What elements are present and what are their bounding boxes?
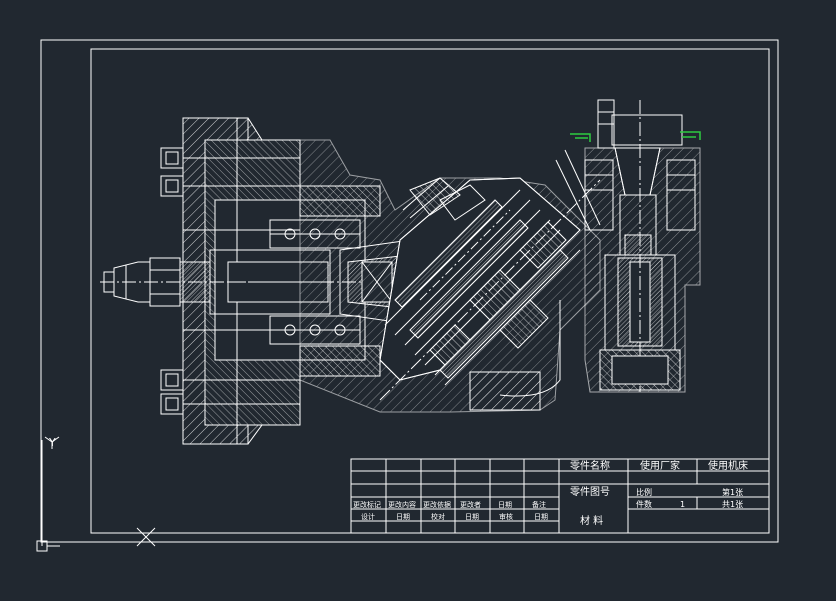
scale-label: 比例: [636, 487, 652, 497]
total-sheets-label: 共1张: [722, 500, 743, 509]
right-housing: [555, 99, 701, 393]
material-label: 材 料: [580, 514, 603, 527]
revision-cell: 备注: [532, 500, 546, 509]
crosshair-cursor-icon: [136, 527, 156, 547]
used-factory-label: 使用厂家: [640, 459, 680, 472]
sign-cell: 日期: [396, 513, 410, 521]
revision-cell: 更改内容: [388, 500, 416, 509]
ucs-y-text: Y: [48, 436, 56, 449]
quantity-value: 1: [680, 500, 685, 509]
part-drawing-no-label: 零件图号: [570, 486, 610, 498]
quantity-label: 件数: [636, 499, 652, 509]
sign-cell: 校对: [431, 512, 445, 521]
sign-cell: 审核: [499, 512, 513, 521]
sheet-no-label: 第1张: [722, 487, 743, 497]
sign-cell: 日期: [465, 513, 479, 521]
title-block: [350, 458, 770, 534]
revision-cell: 更改者: [460, 500, 481, 509]
sign-cell: 设计: [361, 512, 375, 521]
used-machine-label: 使用机床: [708, 459, 748, 472]
revision-cell: 更改标记: [353, 500, 381, 509]
ucs-icon: [36, 436, 60, 552]
sign-cell: 日期: [534, 513, 548, 521]
assembly-drawing: [100, 99, 701, 445]
seal-rings: [570, 131, 701, 142]
revision-cell: 日期: [498, 501, 512, 509]
part-name-label: 零件名称: [570, 459, 610, 472]
outer-border: [40, 39, 779, 543]
diagonal-arm: [299, 139, 601, 413]
revision-cell: 更改依据: [423, 500, 451, 509]
title-block-labels: 零件名称 使用厂家 使用机床 零件图号 比例 第1张 件数 1 共1张 材 料 …: [353, 459, 748, 527]
left-bolts: [160, 147, 300, 415]
